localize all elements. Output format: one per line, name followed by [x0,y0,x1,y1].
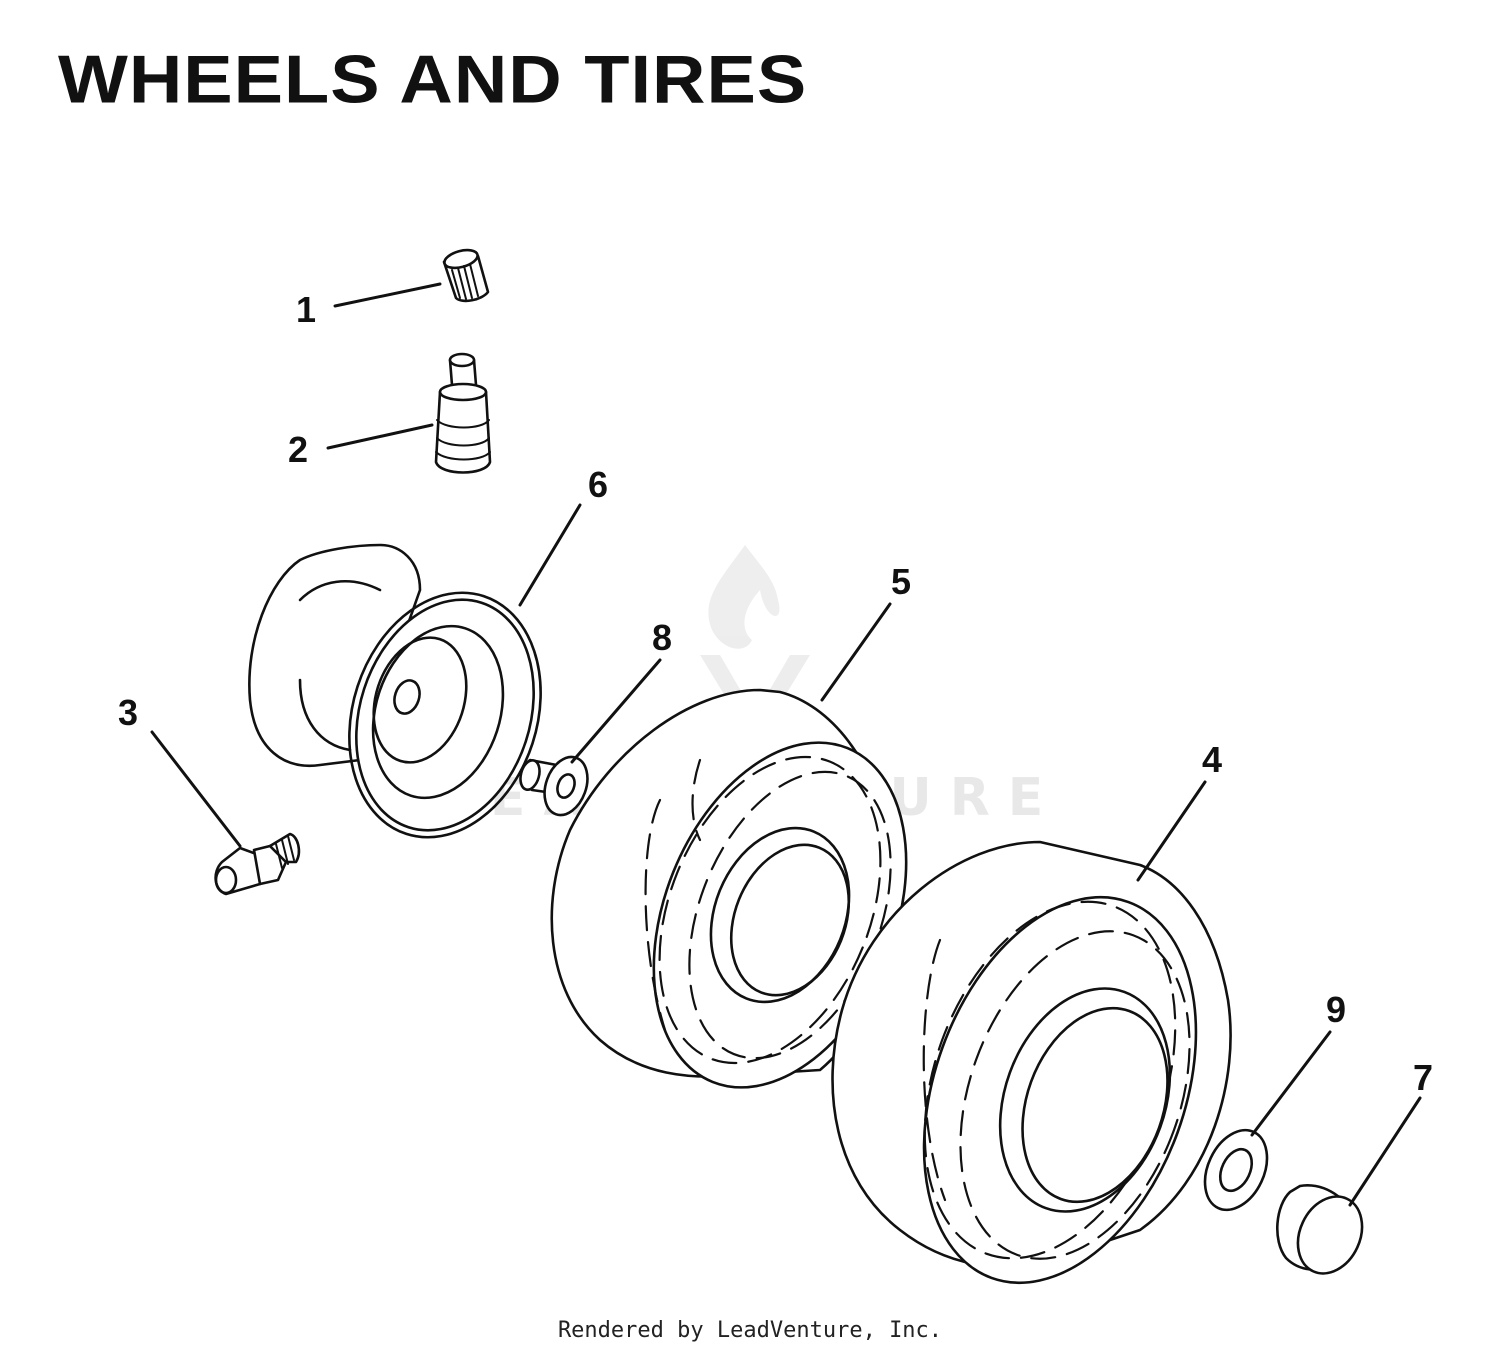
part-6-wheel-rim [248,543,542,839]
part-8-bushing [519,755,589,817]
callout-3: 3 [118,692,138,733]
footer-credit: Rendered by LeadVenture, Inc. [557,1318,943,1343]
part-5-tire [550,688,908,1089]
callout-7: 7 [1413,1057,1433,1098]
part-7-hub-cap [1275,1183,1364,1275]
part-3-bolt [214,832,301,896]
callout-4: 4 [1202,739,1222,780]
part-2-valve-stem [434,352,492,474]
callout-5: 5 [891,561,911,602]
part-4-tire [831,840,1232,1285]
page-title: WHEELS AND TIRES [58,40,808,118]
callout-8: 8 [652,617,672,658]
callout-2: 2 [288,429,308,470]
callout-1: 1 [296,289,316,330]
callout-9: 9 [1326,989,1346,1030]
flame-logo-icon [700,545,810,745]
callout-6: 6 [588,464,608,505]
leader-lines [150,282,1422,1207]
part-1-valve-cap [442,248,490,303]
